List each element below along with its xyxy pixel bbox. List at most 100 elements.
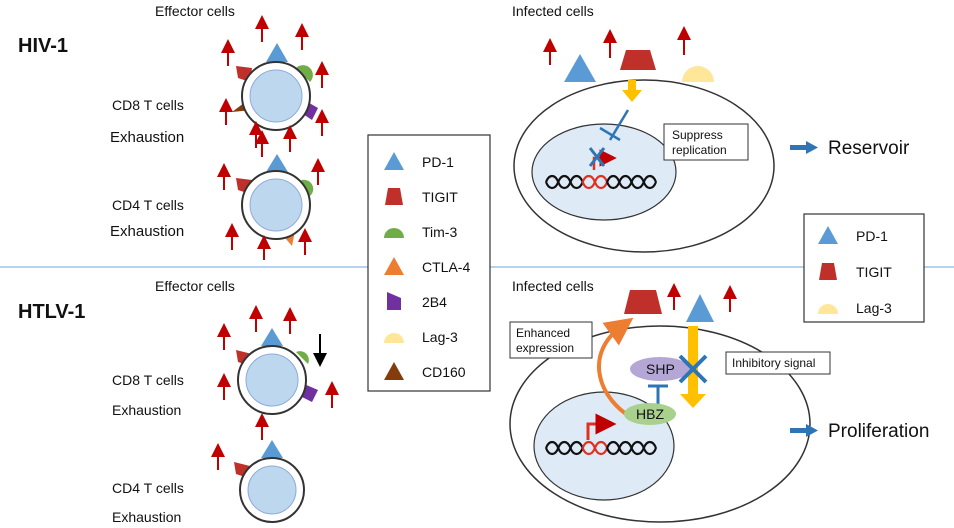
hiv-transcription-arrow (592, 149, 617, 170)
suppress-replication-box (663, 123, 749, 161)
hiv-dna-strand-b-8 (642, 181, 658, 190)
legend-main-marker-3 (384, 257, 404, 275)
htlv-dna-strand-a-7 (630, 440, 645, 449)
htlv-cd8-cell (236, 328, 318, 415)
legend-main-box (367, 134, 491, 392)
hiv-dna-strand-a-0 (544, 174, 560, 183)
hiv-dna-strand-a-6 (618, 174, 633, 183)
htlv-yellow-arrow (680, 326, 706, 408)
hiv-dna (544, 174, 658, 190)
legend-main-marker-6 (384, 362, 404, 380)
legend-right-label-0: PD-1 (856, 228, 888, 244)
hiv-dna-strand-a-8 (642, 174, 658, 183)
htlv-dna-strand-a-1 (557, 440, 572, 449)
enhanced-line2: expression (516, 341, 574, 355)
htlv-transcription-arrow (586, 413, 617, 440)
enhanced-expression-box (509, 321, 593, 359)
hiv-cd8-exhaustion: Exhaustion (110, 129, 184, 146)
hiv-dna-strand-a-4 (593, 174, 609, 183)
htlv-dna-strand-b-7 (630, 447, 645, 456)
htlv-block-x (678, 354, 708, 384)
hiv-infected-up-arrows (543, 26, 691, 65)
hbz-label: HBZ (636, 406, 664, 422)
htlv-dna-strand-a-2 (569, 440, 584, 449)
hiv-cd4-cell (236, 154, 314, 246)
hiv-dna-strand-b-3 (581, 181, 596, 190)
htlv-cd8-exhaustion: Exhaustion (112, 402, 181, 418)
hiv-dna-strand-b-7 (630, 181, 645, 190)
hiv-cd4-exhaustion: Exhaustion (110, 223, 184, 240)
hiv-infected-receptors (564, 50, 714, 82)
legend-main-marker-0 (384, 152, 404, 170)
hiv-dna-strand-b-1 (557, 181, 572, 190)
hiv-dna-strand-b-0 (544, 181, 560, 190)
htlv-infected-label: Infected cells (512, 278, 594, 294)
htlv-effector-label: Effector cells (155, 278, 235, 294)
htlv-dna-strand-b-2 (569, 447, 584, 456)
hbz-oval (624, 403, 676, 425)
legend-main-marker-1 (385, 188, 403, 205)
htlv-dna-strand-b-3 (581, 447, 596, 456)
legend-main-marker-2 (384, 228, 404, 238)
htlv-cd8-label: CD8 T cells (112, 372, 184, 388)
legend-main-marker-4 (387, 292, 401, 310)
hiv-infected-label: Infected cells (512, 3, 594, 19)
hiv-yellow-arrow (622, 80, 642, 102)
shp-label: SHP (646, 361, 675, 377)
inhibitory-signal-box (725, 351, 831, 375)
htlv-cd4-cell (234, 440, 305, 523)
htlv-effector-up-arrows (211, 305, 339, 470)
htlv-dna-strand-a-6 (618, 440, 633, 449)
reservoir-label: Reservoir (828, 138, 910, 159)
hiv-dna-strand-a-3 (581, 174, 596, 183)
reservoir-arrow (790, 141, 818, 154)
htlv-dna-strand-a-4 (593, 440, 609, 449)
suppress-line2: replication (672, 143, 727, 157)
htlv-dna-strand-b-4 (593, 447, 609, 456)
hiv-dna-strand-b-4 (593, 181, 609, 190)
legend-right-label-1: TIGIT (856, 264, 892, 280)
hiv-effector-up-arrows (217, 15, 329, 260)
shp-oval (630, 357, 690, 381)
hiv-dna-strand-b-5 (606, 181, 621, 190)
legend-main-label-2: Tim-3 (422, 224, 457, 240)
htlv-enhanced-arrow (597, 317, 634, 416)
htlv-dna-strand-a-3 (581, 440, 596, 449)
legend-main-label-3: CTLA-4 (422, 259, 470, 275)
htlv-cd4-exhaustion: Exhaustion (112, 509, 181, 525)
htlv-dna-strand-b-1 (557, 447, 572, 456)
hiv-inhibition (599, 109, 630, 142)
legend-right-marker-1 (819, 263, 837, 280)
hiv-dna-strand-a-1 (557, 174, 572, 183)
hiv-dna-strand-a-5 (606, 174, 621, 183)
htlv-dna-strand-a-5 (606, 440, 621, 449)
htlv-dna-strand-b-6 (618, 447, 633, 456)
legend-right-marker-0 (818, 226, 838, 244)
suppress-line1: Suppress (672, 128, 723, 142)
htlv-infected-receptors (624, 290, 714, 322)
hiv-cd4-label: CD4 T cells (112, 197, 184, 213)
legend-main-label-6: CD160 (422, 364, 466, 380)
legend-main-label-4: 2B4 (422, 294, 447, 310)
hiv-cd8-label: CD8 T cells (112, 97, 184, 113)
legend-right-marker-2 (818, 304, 838, 314)
hiv-dna-strand-b-2 (569, 181, 584, 190)
htlv-title: HTLV-1 (18, 301, 85, 323)
htlv-dna-strand-a-0 (544, 440, 560, 449)
hiv-title: HIV-1 (18, 35, 68, 57)
proliferation-arrow (790, 424, 818, 437)
inhibitory-signal-label: Inhibitory signal (732, 356, 815, 370)
hiv-effector-label: Effector cells (155, 3, 235, 19)
legend-right-label-2: Lag-3 (856, 300, 892, 316)
hiv-cd8-cell (232, 43, 318, 131)
legend-main-label-1: TIGIT (422, 189, 458, 205)
legend-main-marker-5 (384, 333, 404, 343)
htlv-dna-strand-a-8 (642, 440, 658, 449)
enhanced-line1: Enhanced (516, 326, 570, 340)
legend-main-label-5: Lag-3 (422, 329, 458, 345)
hiv-block-x (588, 147, 606, 167)
htlv-dna-strand-b-8 (642, 447, 658, 456)
htlv-dna (544, 440, 658, 456)
